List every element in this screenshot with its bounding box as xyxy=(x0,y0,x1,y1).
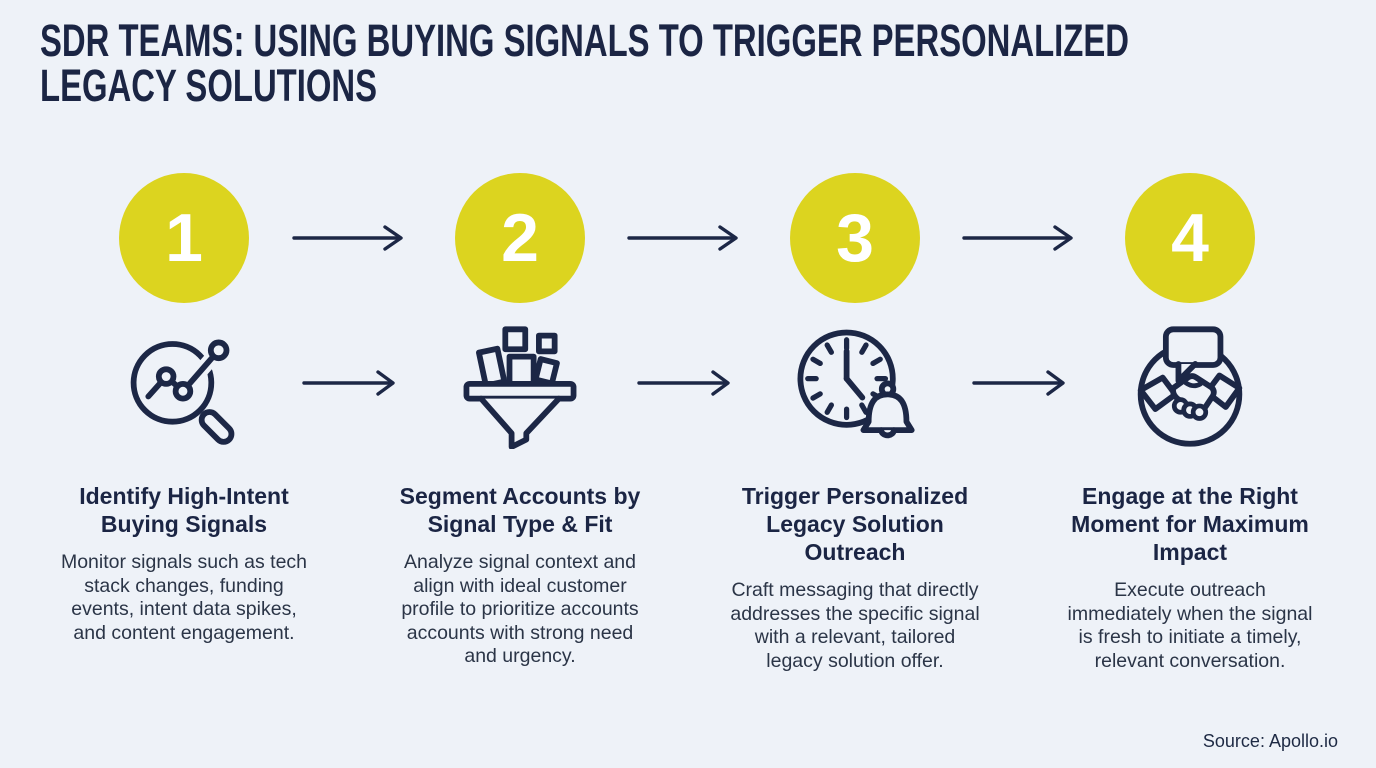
step-column-3: 3 Trigger xyxy=(687,0,1023,768)
source-attribution: Source: Apollo.io xyxy=(1202,731,1338,751)
step-heading: Identify High-Intent Buying Signals xyxy=(79,483,289,538)
clock-bell-icon xyxy=(789,320,921,452)
step-description: Monitor signals such as tech stack chang… xyxy=(60,551,308,644)
step-heading: Engage at the Right Moment for Maximum I… xyxy=(1071,483,1309,566)
flow-arrow-icon xyxy=(302,370,395,396)
step-number-badge: 1 xyxy=(119,173,249,303)
flow-arrow-icon xyxy=(962,225,1073,251)
step-text-block: Identify High-Intent Buying Signals Moni… xyxy=(16,482,352,645)
step-text-block: Trigger Personalized Legacy Solution Out… xyxy=(687,482,1023,674)
step-number-badge: 3 xyxy=(790,173,920,303)
step-heading: Trigger Personalized Legacy Solution Out… xyxy=(741,483,969,566)
funnel-icon xyxy=(454,320,586,452)
step-text-block: Engage at the Right Moment for Maximum I… xyxy=(1022,482,1358,674)
step-number: 1 xyxy=(165,200,203,276)
magnifier-trend-icon xyxy=(118,320,250,452)
step-description: Analyze signal context and align with id… xyxy=(401,551,639,668)
step-column-2: 2 Segment Accounts by Signal Type & Fit … xyxy=(352,0,688,768)
page-title-line1: SDR TEAMS: USING BUYING SIGNALS TO TRIGG… xyxy=(40,15,1130,66)
flow-arrow-icon xyxy=(627,225,738,251)
step-text-block: Segment Accounts by Signal Type & Fit An… xyxy=(352,482,688,669)
flow-arrow-icon xyxy=(972,370,1065,396)
step-column-4: 4 Engage at the Right Moment for Maximum… xyxy=(1022,0,1358,768)
page-title-line2: LEGACY SOLUTIONS xyxy=(40,60,378,111)
step-number-badge: 4 xyxy=(1125,173,1255,303)
step-column-1: 1 Identify High-Intent Buying Signals Mo… xyxy=(16,0,352,768)
step-heading: Segment Accounts by Signal Type & Fit xyxy=(399,483,641,538)
step-number-badge: 2 xyxy=(455,173,585,303)
flow-arrow-icon xyxy=(637,370,730,396)
step-number: 2 xyxy=(501,200,539,276)
flow-arrow-icon xyxy=(292,225,403,251)
step-description: Craft messaging that directly addresses … xyxy=(730,579,980,672)
step-description: Execute outreach immediately when the si… xyxy=(1067,579,1313,672)
step-number: 4 xyxy=(1171,200,1209,276)
handshake-speech-icon xyxy=(1124,320,1256,452)
page-title: SDR TEAMS: USING BUYING SIGNALS TO TRIGG… xyxy=(40,18,1129,108)
step-number: 3 xyxy=(836,200,874,276)
